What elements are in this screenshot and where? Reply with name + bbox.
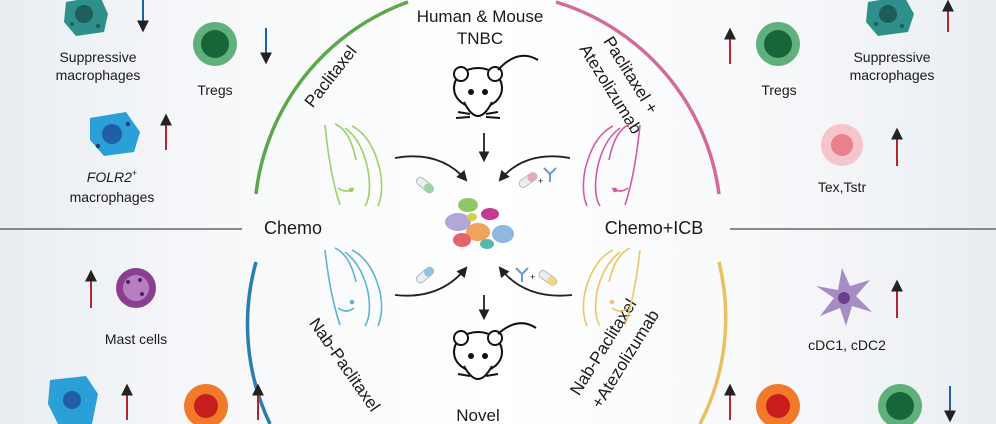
torso-icon-bottom-right bbox=[582, 247, 641, 327]
arc-paclitaxel-atezolizumab bbox=[555, 0, 721, 195]
arc-nab-paclitaxel-atezolizumab bbox=[698, 261, 728, 424]
mast-cell-icon bbox=[116, 268, 156, 308]
arrow-curve-bottom-left bbox=[394, 266, 468, 297]
center-bottom-label: Novel bbox=[456, 406, 499, 424]
torso-icon-top-left bbox=[324, 123, 383, 207]
folr2-gene: FOLR2 bbox=[87, 169, 132, 185]
left-tregs-label: Tregs bbox=[197, 82, 232, 98]
center-title-line2: TNBC bbox=[457, 29, 503, 48]
cell-icon-green-right bbox=[878, 384, 922, 424]
suppressive-macrophage-icon-right bbox=[866, 0, 914, 36]
arc-nab-paclitaxel bbox=[245, 261, 272, 424]
single-cell-cluster-icon bbox=[445, 198, 514, 249]
torso-icon-bottom-left bbox=[324, 247, 383, 327]
right-suppressive-line1: Suppressive bbox=[853, 49, 930, 65]
tex-tstr-cell-icon bbox=[821, 124, 863, 166]
label-nab-paclitaxel: Nab-Paclitaxel bbox=[305, 315, 383, 416]
right-tregs-label: Tregs bbox=[761, 82, 796, 98]
left-suppressive-line2: macrophages bbox=[56, 67, 141, 83]
mouse-icon-bottom bbox=[453, 322, 537, 380]
left-mast-label: Mast cells bbox=[105, 331, 167, 347]
torso-icon-top-right bbox=[582, 123, 641, 207]
cell-icon-orange-right bbox=[756, 384, 800, 424]
suppressive-macrophage-icon-left bbox=[64, 0, 108, 36]
mouse-icon-top bbox=[453, 54, 539, 119]
arrow-curve-top-right bbox=[498, 155, 571, 182]
left-folr2-label: FOLR2+ bbox=[87, 168, 137, 185]
cell-icon-orange-left bbox=[184, 384, 228, 424]
right-tex-tstr-label: Tex,Tstr bbox=[818, 179, 867, 195]
right-suppressive-line2: macrophages bbox=[850, 67, 935, 83]
arrow-curve-top-left bbox=[394, 155, 468, 182]
pill-antibody-icon-bottom-right: + bbox=[515, 267, 558, 286]
dendritic-cell-icon bbox=[816, 268, 872, 326]
macrophage-icon-bottom-left bbox=[48, 376, 98, 424]
side-label-chemo: Chemo bbox=[264, 218, 322, 238]
pill-icon-top-left bbox=[416, 176, 434, 194]
arc-paclitaxel bbox=[254, 0, 409, 195]
right-cdc-label: cDC1, cDC2 bbox=[808, 337, 886, 353]
arrow-curve-bottom-right bbox=[498, 266, 573, 297]
left-folr2-line2: macrophages bbox=[70, 189, 155, 205]
pill-icon-bottom-left bbox=[416, 266, 434, 284]
label-paclitaxel: Paclitaxel bbox=[301, 42, 361, 111]
treg-icon-right bbox=[756, 22, 800, 66]
svg-text:+: + bbox=[538, 176, 543, 186]
svg-text:+: + bbox=[530, 272, 535, 282]
folr2-macrophage-icon bbox=[90, 112, 140, 156]
left-suppressive-line1: Suppressive bbox=[59, 49, 136, 65]
side-label-chemo-icb: Chemo+ICB bbox=[605, 218, 704, 238]
treg-icon-left bbox=[193, 22, 237, 66]
center-title-line1: Human & Mouse bbox=[417, 7, 544, 26]
folr2-sup: + bbox=[132, 168, 137, 178]
pill-antibody-icon-top-right: + bbox=[518, 167, 557, 188]
